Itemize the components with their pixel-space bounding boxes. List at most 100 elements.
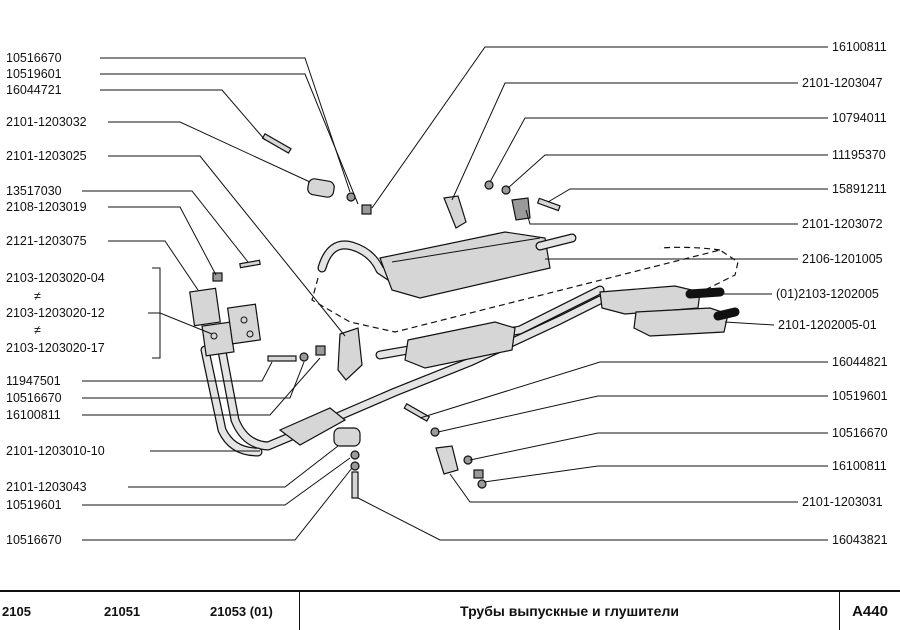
label-left-12: 11947501 (6, 374, 61, 388)
upper-bolt (261, 132, 292, 154)
exhaust-drawing (189, 132, 740, 499)
nut-right-2 (477, 479, 487, 489)
downpipe-2-fill (201, 346, 262, 456)
gasket-hole-3 (246, 330, 254, 338)
label-left-3: 16044721 (6, 83, 62, 97)
gasket-hole-1 (210, 332, 218, 340)
rear-silencer-1-tail (685, 287, 725, 299)
label-right-12: 10516670 (832, 426, 888, 440)
label-left-10: 2103-1203020-12 (6, 306, 105, 320)
leader-left-1 (100, 57, 351, 193)
upper-pipe-fill (318, 241, 399, 284)
callout-right-9: 2101-1202005-01 (724, 318, 877, 332)
callout-right-14: 2101-1203031 (449, 473, 883, 509)
right-callouts: 16100811 2101-1203047 10794011 11195370 … (357, 40, 888, 547)
callout-left-4: 2101-1203032 (6, 115, 311, 183)
label-left-6: 13517030 (6, 184, 62, 198)
bolt-11947501 (267, 355, 297, 362)
label-left-11: 2103-1203020-17 (6, 341, 105, 355)
leader-left-3 (100, 89, 266, 141)
label-right-11: 10519601 (832, 389, 888, 403)
variant-bracket (152, 267, 161, 359)
callout-right-11: 10519601 (437, 389, 888, 433)
model-2: 21051 (104, 604, 141, 619)
label-left-9: 2103-1203020-04 (6, 271, 105, 285)
rear-silencer-1 (599, 285, 701, 315)
washer-mid (299, 352, 309, 362)
label-left-7: 2108-1203019 (6, 200, 87, 214)
nut-low (350, 461, 360, 471)
main-pipe-fill (214, 296, 604, 450)
callout-right-4: 11195370 (507, 148, 886, 189)
rear-silencer-2 (633, 307, 729, 337)
model-3: 21053 (01) (210, 604, 273, 619)
leader-right-4 (507, 154, 828, 189)
callout-right-5: 15891211 (547, 182, 887, 203)
sheet-code: А440 (852, 602, 888, 620)
leader-right-3 (489, 117, 828, 183)
leader-left-12 (82, 361, 273, 382)
callout-left-12: 11947501 (6, 361, 273, 388)
label-left-16: 2101-1203043 (6, 480, 87, 494)
top-washer-1 (484, 180, 494, 190)
callout-right-7: 2106-1201005 (545, 252, 883, 266)
label-right-4: 11195370 (832, 148, 886, 162)
model-1: 2105 (2, 604, 31, 619)
label-left-1: 10516670 (6, 51, 62, 65)
leader-right-5 (547, 188, 828, 203)
callout-right-3: 10794011 (489, 111, 887, 183)
leader-right-10 (419, 361, 828, 419)
label-left-13: 10516670 (6, 391, 62, 405)
callout-left-6: 13517030 (6, 184, 249, 263)
label-left-18: 10516670 (6, 533, 62, 547)
washer-right (430, 427, 440, 437)
sheet-title: Трубы выпускные и глушители (300, 592, 840, 630)
callout-left-2: 10519601 (6, 67, 359, 205)
label-right-7: 2106-1201005 (802, 252, 883, 266)
leader-right-6 (525, 209, 798, 225)
gasket-1 (201, 321, 235, 357)
rear-muffler-seam (391, 237, 541, 263)
upper-bracket (307, 178, 335, 198)
leader-right-2 (451, 82, 798, 201)
callout-right-15: 16043821 (357, 497, 888, 547)
callout-left-18: 10516670 (6, 467, 353, 547)
resonator (404, 321, 516, 369)
callout-left-15: 2101-1203010-10 (6, 444, 260, 458)
left-callouts: 10516670 10519601 16044721 2101-1203032 … (6, 51, 359, 547)
washer-low (350, 450, 360, 460)
callout-left-11: 2103-1203020-17 (6, 341, 105, 355)
rear-muffler (379, 231, 551, 299)
hanger-clamp (333, 427, 361, 447)
nut-mid (315, 345, 326, 356)
label-left-17: 10519601 (6, 498, 62, 512)
exhaust-parts-diagram: 10516670 10519601 16044721 2101-1203032 … (6, 40, 888, 547)
label-right-3: 10794011 (832, 111, 887, 125)
label-right-6: 2101-1203072 (802, 217, 883, 231)
label-left-4: 2101-1203032 (6, 115, 87, 129)
callout-left-7: 2108-1203019 (6, 200, 217, 276)
top-bracket (511, 197, 531, 221)
stud (239, 259, 261, 269)
leader-right-12 (469, 432, 828, 461)
callout-left-14: 16100811 (6, 357, 321, 422)
top-bolt (536, 197, 561, 212)
label-right-2: 2101-1203047 (802, 76, 883, 90)
leader-right-14 (449, 473, 798, 503)
callout-right-12: 10516670 (469, 426, 888, 461)
leader-left-2 (100, 73, 359, 205)
rear-silencer-2-tail (713, 307, 740, 321)
title-block: 2105 21051 21053 (01) Трубы выпускные и … (0, 590, 900, 630)
nut-right (473, 469, 484, 479)
model-list: 2105 21051 21053 (01) (0, 592, 300, 630)
leader-left-7 (108, 206, 217, 276)
not-equal-symbol-1: ≠ (34, 289, 41, 303)
callout-right-10: 16044821 (419, 355, 888, 419)
callout-right-2: 2101-1203047 (451, 76, 883, 201)
leader-left-16 (128, 445, 339, 488)
label-right-10: 16044821 (832, 355, 888, 369)
label-left-2: 10519601 (6, 67, 62, 81)
upper-nut (361, 204, 372, 215)
gasket-hole-2 (240, 316, 248, 324)
label-left-8: 2121-1203075 (6, 234, 87, 248)
